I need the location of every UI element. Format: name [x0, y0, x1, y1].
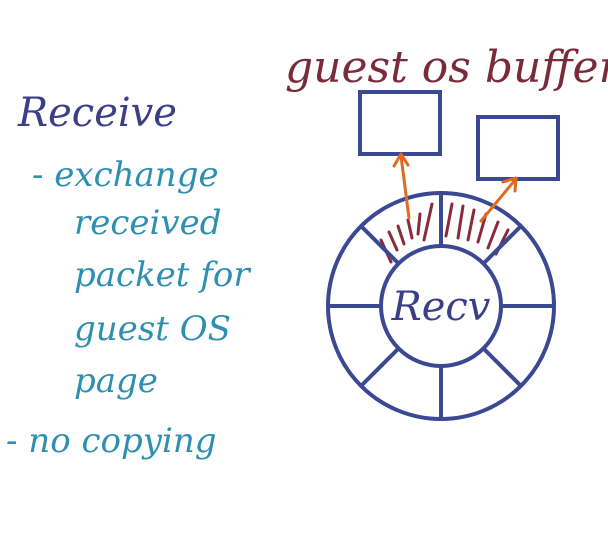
ring-divider: [359, 224, 401, 266]
arrow-head-left: [392, 152, 410, 168]
guest-buffer-right: [476, 115, 560, 181]
buffers-title: guest os buffers: [285, 42, 608, 93]
guest-buffer-left: [358, 90, 442, 156]
receive-heading: Receive: [17, 90, 177, 136]
note-line-3: packet for: [74, 255, 251, 295]
note-line-2: received: [74, 203, 222, 243]
ring-divider: [481, 346, 523, 388]
note-line-6: - no copying: [6, 421, 217, 461]
ring-divider: [481, 224, 523, 266]
arrow-to-right-buffer: [479, 178, 517, 223]
arrow-head-right: [501, 176, 518, 193]
note-line-5: page: [74, 361, 158, 401]
recv-label: Recv: [391, 284, 491, 330]
filled-slot-hatching: [379, 202, 510, 264]
note-line-4: guest OS: [74, 309, 231, 349]
arrow-to-left-buffer: [399, 154, 411, 220]
exchange-arrows: [392, 152, 518, 223]
note-line-1: - exchange: [32, 155, 219, 195]
ring-divider: [359, 346, 401, 388]
recv-ring: [326, 191, 556, 421]
